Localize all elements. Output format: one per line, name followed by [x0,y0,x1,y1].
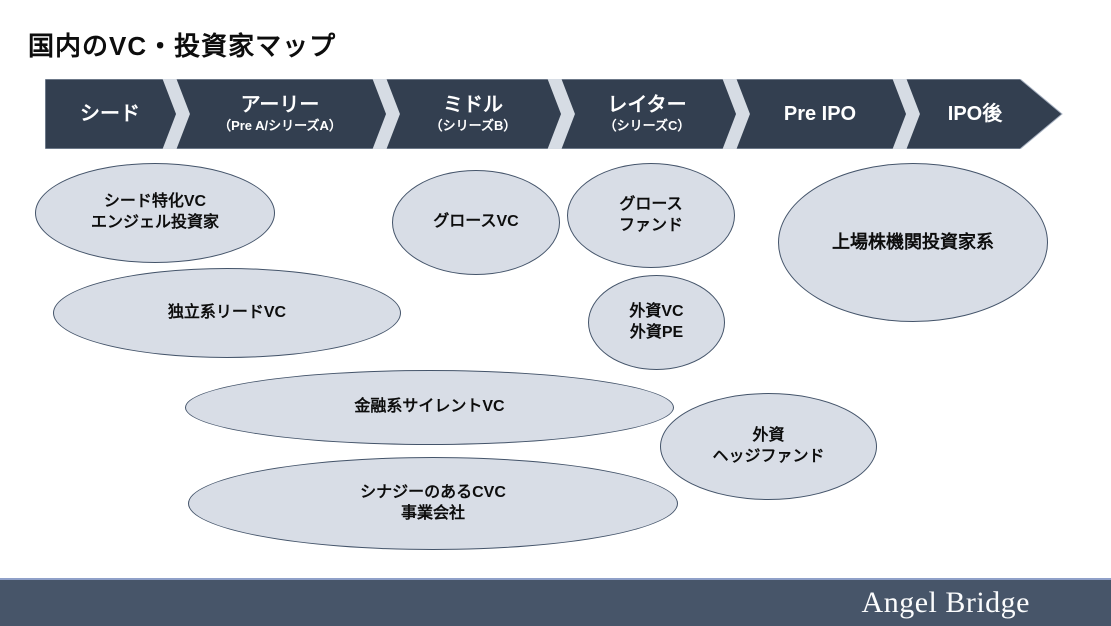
investor-group-seed-vc-angel: シード特化VC エンジェル投資家 [35,163,275,263]
stage-label: アーリー [240,94,320,117]
chevron-separator-icon [892,79,920,149]
stage-label: レイター [607,94,687,117]
chevron-separator-icon [547,79,575,149]
stage-early: アーリー （Pre A/シリーズA） [177,79,383,149]
investor-group-label: グロースVC [433,213,519,231]
stage-label: シード [80,103,140,125]
investor-group-label: 独立系リードVC [167,303,287,321]
brand-logo-text: Angel Bridge [861,586,1030,619]
investor-group-label: シナジーのあるCVC [360,483,506,501]
investor-group-synergy-cvc: シナジーのあるCVC 事業会社 [188,457,678,550]
chevron-separator-icon [372,79,400,149]
stage-later: レイター （シリーズC） [561,79,733,149]
investor-group-label: グロース [619,195,683,213]
investor-group-label: 外資PE [629,323,684,341]
page-title: 国内のVC・投資家マップ [28,31,337,61]
investor-group-foreign-hedge-fund: 外資 ヘッジファンド [660,393,877,500]
investor-group-foreign-vc-pe: 外資VC 外資PE [588,275,725,370]
stage-post-ipo: IPO後 [905,79,1045,149]
arrow-bar-shape [45,79,1063,149]
stage-middle: ミドル （シリーズB） [387,79,559,149]
investor-group-label: シード特化VC [103,193,207,211]
investor-group-label: 金融系サイレントVC [354,398,505,416]
investor-group-label: ファンド [618,216,683,234]
footer-bar: Angel Bridge [0,578,1111,626]
stage-label: Pre IPO [783,103,857,125]
investor-group-label: エンジェル投資家 [90,214,219,231]
investor-group-label: 事業会社 [400,504,465,522]
stage-label: ミドル [443,94,503,117]
investor-group-listed-institutional: 上場株機関投資家系 [778,163,1048,322]
investor-group-label: ヘッジファンド [712,447,825,465]
funding-stage-arrow-bar [45,79,1063,149]
stage-seed: シード [45,79,175,149]
chevron-separator-icon [162,79,190,149]
chevron-separator-icon [722,79,750,149]
investor-group-growth-fund: グロース ファンド [567,163,735,268]
investor-group-label: 外資 [752,426,785,444]
stage-sublabel: （シリーズC） [603,118,691,134]
stage-sublabel: （Pre A/シリーズA） [218,118,342,134]
investor-group-independent-lead-vc: 独立系リードVC [53,268,401,358]
investor-group-label: 上場株機関投資家系 [832,231,994,252]
stage-label: IPO後 [947,103,1003,125]
investor-group-label: 外資VC [629,302,684,320]
stage-pre-ipo: Pre IPO [737,79,903,149]
investor-group-growth-vc: グロースVC [392,170,560,275]
stage-sublabel: （シリーズB） [429,118,517,134]
investor-group-financial-silent-vc: 金融系サイレントVC [185,370,674,445]
